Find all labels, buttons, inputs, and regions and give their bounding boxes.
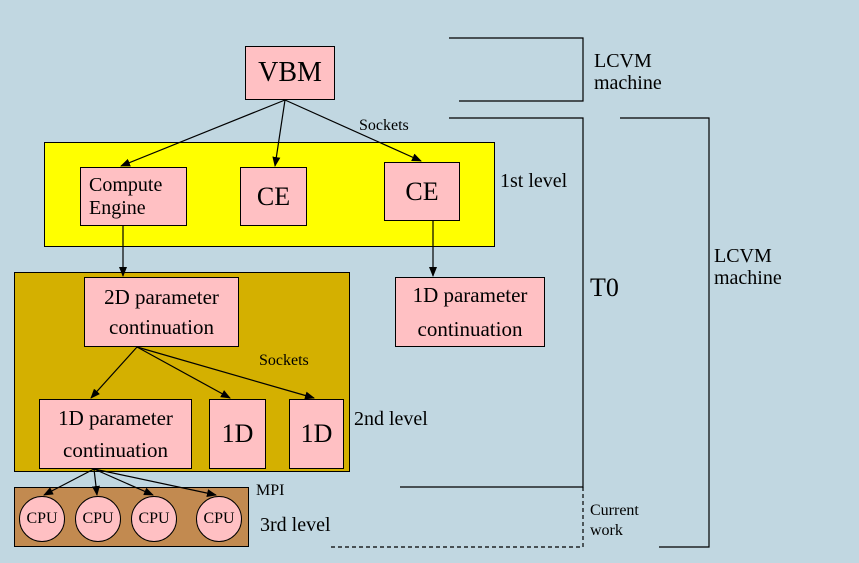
param2d-label-line1: 2D parameter xyxy=(104,284,219,309)
compute-engine-label-line1: Compute xyxy=(89,173,163,196)
cpu-node: CPU xyxy=(196,496,242,542)
arrow-param2d-to-param1d-left xyxy=(90,346,138,399)
level3-label: 3rd level xyxy=(260,514,331,536)
cpu-label: CPU xyxy=(203,510,235,527)
arrow-vbm-to-ce-b xyxy=(284,99,422,162)
compute-engine-node: Compute Engine xyxy=(80,167,187,226)
current-work-label-line1: Current xyxy=(590,502,639,519)
arrow-vbm-to-ce-a xyxy=(272,99,286,167)
lcvm-right-label-line1: LCVM xyxy=(714,245,772,267)
bracket-t0 xyxy=(400,117,584,488)
level2-label: 2nd level xyxy=(354,408,428,430)
arrow-param2d-to-one-d-a xyxy=(136,346,231,399)
arrow-to-cpu-2 xyxy=(91,468,100,496)
cpu-node: CPU xyxy=(75,496,121,542)
one-d-a-label: 1D xyxy=(221,419,254,449)
param1d-left-label-line1: 1D parameter xyxy=(58,405,173,430)
lcvm-top-label-line1: LCVM xyxy=(594,50,652,72)
one-d-node-a: 1D xyxy=(209,399,266,469)
arrow-to-cpu-4 xyxy=(93,468,217,498)
current-work-label-line2: work xyxy=(590,521,623,539)
cpu-node: CPU xyxy=(19,496,65,542)
cpu-label: CPU xyxy=(138,510,170,527)
param2d-node: 2D parameter continuation xyxy=(84,277,239,347)
arrow-to-cpu-1 xyxy=(43,468,95,496)
mpi-label: MPI xyxy=(256,482,285,499)
sockets-label-mid: Sockets xyxy=(259,352,309,369)
ce-node-a: CE xyxy=(240,167,307,226)
ce-a-label: CE xyxy=(256,181,291,211)
arrow-vbm-to-compute-engine xyxy=(120,99,286,167)
current-work-label: Current work xyxy=(590,502,639,539)
arrow-param2d-to-one-d-b xyxy=(136,346,315,400)
lcvm-top-label: LCVM machine xyxy=(594,50,662,94)
cpu-label: CPU xyxy=(82,510,114,527)
arrow-to-cpu-3 xyxy=(93,468,154,496)
param1d-left-node: 1D parameter continuation xyxy=(39,399,192,469)
level1-label: 1st level xyxy=(500,170,568,192)
param1d-right-label-line2: continuation xyxy=(417,317,523,341)
sockets-label-top: Sockets xyxy=(359,117,409,134)
lcvm-top-label-line2: machine xyxy=(594,72,662,94)
t0-label: T0 xyxy=(590,273,619,302)
param1d-right-label-line1: 1D parameter xyxy=(412,282,528,307)
one-d-b-label: 1D xyxy=(300,419,333,449)
bracket-current-work xyxy=(328,487,584,548)
lcvm-right-label-line2: machine xyxy=(714,267,782,289)
lcvm-right-label: LCVM machine xyxy=(714,245,782,289)
param1d-left-label-line2: continuation xyxy=(63,438,168,462)
ce-b-label: CE xyxy=(405,176,439,206)
param2d-label-line2: continuation xyxy=(109,315,214,339)
one-d-node-b: 1D xyxy=(289,399,344,469)
bracket-lcvm-right xyxy=(620,117,710,548)
param1d-right-node: 1D parameter continuation xyxy=(395,277,545,347)
vbm-label: VBM xyxy=(258,56,322,88)
compute-engine-label-line2: Engine xyxy=(89,196,146,219)
cpu-node: CPU xyxy=(131,496,177,542)
ce-node-b: CE xyxy=(384,162,460,221)
cpu-label: CPU xyxy=(26,510,58,527)
bracket-lcvm-top xyxy=(449,37,584,102)
vbm-node: VBM xyxy=(245,46,335,100)
